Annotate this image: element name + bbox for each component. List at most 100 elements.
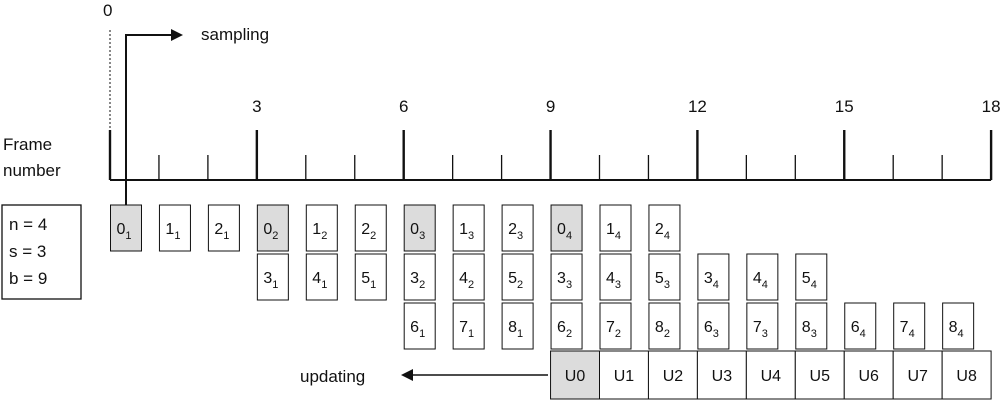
- sample-cell-label: 74: [900, 319, 915, 340]
- sample-cell-box: [599, 302, 632, 350]
- sample-cell-label: 12: [312, 221, 327, 242]
- update-cell: U2: [647, 350, 698, 400]
- sample-cell-box: [599, 253, 632, 301]
- sample-cell-box: [550, 204, 583, 252]
- sample-cell: 74: [893, 302, 926, 350]
- sample-cell: 04: [550, 204, 583, 252]
- sample-cell: 64: [844, 302, 877, 350]
- sample-cell: 72: [599, 302, 632, 350]
- sample-cell-box: [403, 253, 436, 301]
- sample-cell-box: [697, 253, 730, 301]
- update-cell-label: U0: [565, 368, 586, 385]
- sample-cell: 51: [354, 253, 387, 301]
- sample-cell-label: 42: [459, 270, 474, 291]
- sample-cell-label: 71: [459, 319, 474, 340]
- sample-cell-label: 83: [802, 319, 817, 340]
- sample-cell-label: 01: [116, 221, 131, 242]
- sample-cell-box: [354, 204, 387, 252]
- param-b: b = 9: [9, 269, 47, 288]
- tick-label-3: 3: [252, 97, 261, 116]
- sample-cell-label: 44: [753, 270, 768, 291]
- update-cells: U0 U1 U2 U3 U4 U5 U6 U7 U8: [550, 350, 992, 400]
- sample-cell: 12: [305, 204, 338, 252]
- sample-cell-label: 82: [655, 319, 670, 340]
- sample-cell-label: 54: [802, 270, 817, 291]
- sample-cell-label: 24: [655, 221, 670, 242]
- update-cell-box: [599, 350, 649, 400]
- sample-cell: 63: [697, 302, 730, 350]
- sample-cell-box: [256, 253, 289, 301]
- sample-cell: 52: [501, 253, 534, 301]
- sample-cell-box: [452, 204, 485, 252]
- update-cell: U7: [892, 350, 943, 400]
- sample-cell-box: [501, 204, 534, 252]
- sample-cell-box: [501, 302, 534, 350]
- sample-cell: 44: [746, 253, 779, 301]
- sample-cell: 03: [403, 204, 436, 252]
- sample-cell-label: 11: [165, 221, 180, 242]
- sample-cell-label: 84: [949, 319, 964, 340]
- sample-cell: 54: [795, 253, 828, 301]
- sample-cell-label: 14: [606, 221, 621, 242]
- sample-cell-box: [550, 302, 583, 350]
- update-cell-label: U1: [614, 368, 635, 385]
- sample-cell-label: 63: [704, 319, 719, 340]
- sample-cell-label: 51: [361, 270, 376, 291]
- sample-cell-label: 04: [557, 221, 572, 242]
- param-s: s = 3: [9, 242, 46, 261]
- sample-cell: 31: [256, 253, 289, 301]
- sample-cell-label: 13: [459, 221, 474, 242]
- sample-cell: 34: [697, 253, 730, 301]
- sample-cell: 02: [256, 204, 289, 252]
- param-n: n = 4: [9, 215, 47, 234]
- tick-label-15: 15: [835, 97, 854, 116]
- update-cell-box: [794, 350, 845, 400]
- sample-cell-label: 03: [410, 221, 425, 242]
- sample-cell-box: [795, 302, 828, 350]
- update-cell-label: U4: [761, 368, 782, 385]
- sample-cell-label: 43: [606, 270, 621, 291]
- sample-cell: 32: [403, 253, 436, 301]
- sampling-label: sampling: [201, 25, 269, 44]
- sample-cell-box: [942, 302, 975, 350]
- sample-cell-box: [501, 253, 534, 301]
- sample-cell-box: [452, 302, 485, 350]
- sample-cell-label: 21: [214, 221, 229, 242]
- parameter-box: [1, 204, 82, 300]
- update-cell: U4: [745, 350, 796, 400]
- sample-cell-label: 53: [655, 270, 670, 291]
- sample-cell-box: [110, 204, 142, 252]
- sample-cell: 21: [207, 204, 240, 252]
- sample-cell: 81: [501, 302, 534, 350]
- origin-label: 0: [103, 1, 112, 20]
- sample-cell: 22: [354, 204, 387, 252]
- sample-cell-box: [844, 302, 877, 350]
- tick-label-18: 18: [982, 97, 1000, 116]
- sample-cell-box: [158, 204, 191, 252]
- update-cell: U8: [941, 350, 992, 400]
- sample-cell-box: [452, 253, 485, 301]
- sample-cell-label: 52: [508, 270, 523, 291]
- sample-cell-box: [305, 253, 338, 301]
- sample-cell: 84: [942, 302, 975, 350]
- sample-cell: 82: [648, 302, 681, 350]
- update-cell-label: U3: [712, 368, 733, 385]
- sample-cell: 83: [795, 302, 828, 350]
- update-cell-label: U2: [663, 368, 684, 385]
- sample-cell-label: 73: [753, 319, 768, 340]
- frame-number-label-line2: number: [3, 161, 61, 180]
- update-cell: U0: [550, 350, 600, 400]
- update-cell-label: U6: [858, 368, 879, 385]
- updating-label: updating: [300, 367, 365, 386]
- update-cell-box: [941, 350, 992, 400]
- sampling-arrow-head: [171, 29, 183, 41]
- sample-cell-label: 81: [508, 319, 523, 340]
- sample-cell: 43: [599, 253, 632, 301]
- sample-cell-box: [403, 204, 436, 252]
- update-cell-label: U8: [956, 368, 977, 385]
- update-cell: U5: [794, 350, 845, 400]
- sample-cell-label: 22: [361, 221, 376, 242]
